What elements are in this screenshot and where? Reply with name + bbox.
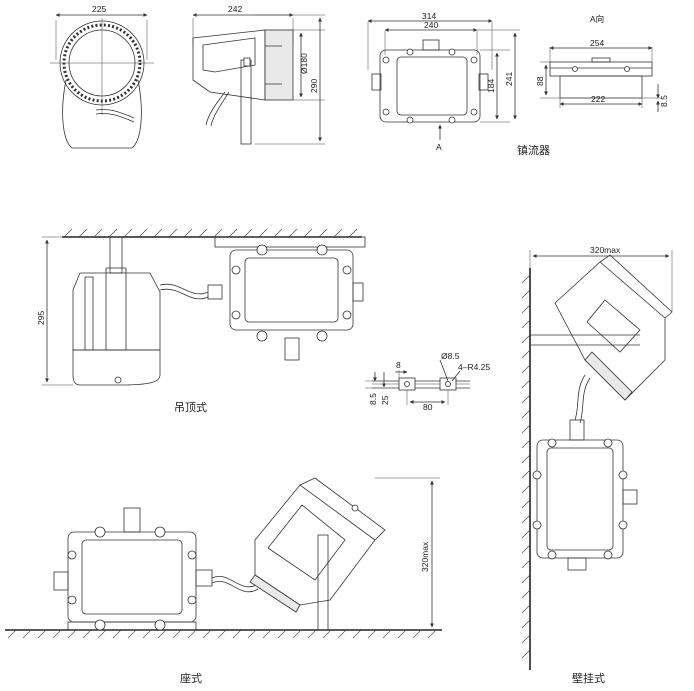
ballast-a-view — [540, 46, 662, 112]
wall-caption: 壁挂式 — [572, 671, 605, 685]
front-width-label: 225 — [92, 4, 106, 14]
lamp-front-view — [50, 13, 154, 149]
hole-pitch-label: 80 — [423, 402, 433, 412]
ballast-h1-label: 184 — [486, 79, 496, 93]
hole-detail — [365, 359, 470, 405]
side-length-label: 242 — [228, 4, 242, 14]
wall-reach-label: 320max — [590, 245, 621, 255]
a-view-width-label: 254 — [590, 38, 604, 48]
hole-v2-label: 25 — [380, 395, 390, 405]
lamp-side-view — [192, 13, 325, 145]
ballast-caption: 镇流器 — [517, 143, 550, 157]
ceiling-mount — [42, 228, 366, 386]
side-dia-label: Ø180 — [299, 53, 309, 74]
a-view-small-label: 8.5 — [659, 95, 669, 107]
a-view-height-label: 88 — [535, 76, 545, 86]
a-view-title: A向 — [590, 14, 604, 24]
hole-radius-label: 4–R4.25 — [458, 362, 490, 372]
ballast-inner-label: 240 — [424, 20, 438, 30]
a-view-inner-label: 222 — [591, 94, 605, 104]
floor-height-label: 320max — [420, 541, 430, 572]
hole-dia-label: Ø8.5 — [441, 351, 460, 361]
ceiling-height-label: 295 — [36, 311, 46, 325]
floor-caption: 座式 — [180, 671, 202, 685]
ballast-outer-label: 314 — [422, 11, 436, 21]
ballast-top-view — [367, 19, 520, 140]
floor-mount — [5, 477, 442, 639]
hole-v1-label: 8.5 — [368, 393, 378, 405]
side-height-label: 290 — [309, 79, 319, 93]
wall-mount — [521, 250, 673, 670]
hole-offset-label: 8 — [396, 360, 401, 370]
arrow-a-label: A — [436, 142, 442, 152]
ballast-h2-label: 241 — [504, 72, 514, 86]
ceiling-caption: 吊顶式 — [174, 401, 207, 414]
